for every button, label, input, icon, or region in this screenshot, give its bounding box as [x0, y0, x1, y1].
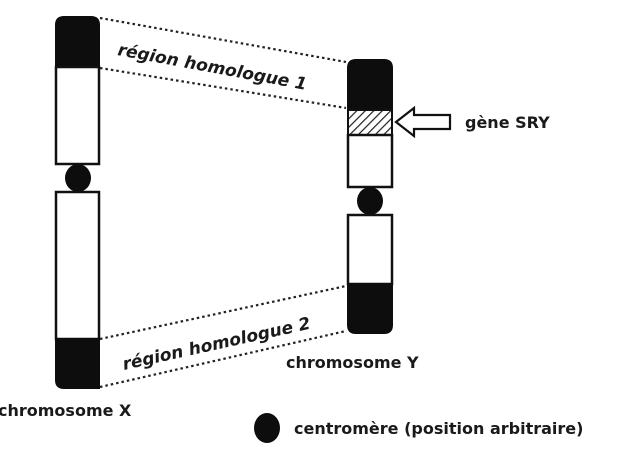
- chromosome-x-centromere: [65, 164, 91, 192]
- chromosome-y-region-1: [347, 59, 393, 111]
- chromosome-x-label: chromosome X: [0, 401, 132, 420]
- chromosome-y-label: chromosome Y: [286, 353, 419, 372]
- centromere-legend-label: centromère (position arbitraire): [294, 419, 583, 438]
- region-1-label: région homologue 1: [116, 40, 308, 95]
- chromosome-x-region-1: [55, 16, 100, 68]
- region-2-top-connector: [99, 284, 347, 341]
- centromere-legend-icon: [254, 413, 280, 443]
- chromosome-y-centromere: [357, 187, 383, 215]
- region-2-bottom-connector: [99, 329, 347, 389]
- chromosome-x: [54, 16, 101, 389]
- chromosome-x-upper-arm: [54, 65, 101, 166]
- sry-gene-label: gène SRY: [465, 113, 550, 132]
- sry-gene-band: [347, 109, 393, 136]
- chromosome-x-lower-arm: [54, 190, 101, 341]
- legend: centromère (position arbitraire): [254, 413, 583, 443]
- chromosome-y: [346, 59, 394, 334]
- chromosome-x-region-2: [55, 338, 100, 389]
- chromosome-y-lower-arm: [346, 213, 394, 286]
- sry-arrow-icon: [394, 105, 452, 139]
- homology-connectors: [99, 16, 347, 389]
- chromosome-y-upper-arm: [346, 133, 394, 189]
- chromosome-y-region-2: [347, 283, 393, 334]
